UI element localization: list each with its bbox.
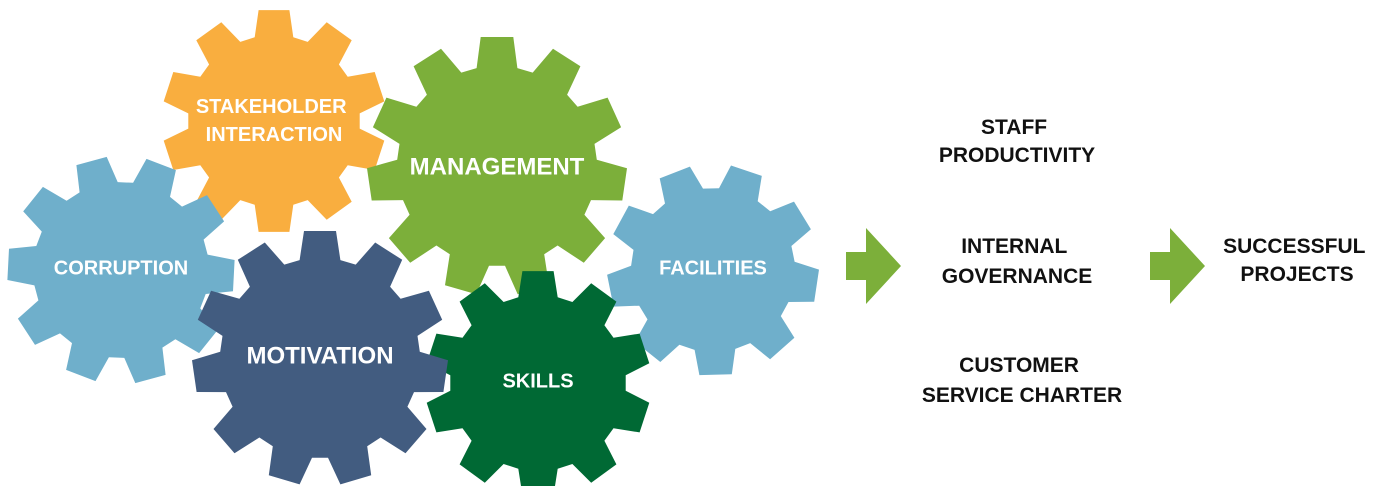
motivation-gear bbox=[192, 231, 448, 485]
skills-gear bbox=[426, 271, 650, 486]
stakeholder-interaction-label: STAKEHOLDER INTERACTION bbox=[196, 96, 352, 146]
successful-projects-line2: PROJECTS bbox=[1240, 263, 1353, 286]
corruption-label: CORRUPTION bbox=[54, 257, 188, 279]
motivation-label: MOTIVATION bbox=[246, 342, 393, 369]
staff-productivity-line1: STAFF bbox=[981, 116, 1047, 139]
skills-label: SKILLS bbox=[502, 370, 573, 392]
successful-projects-line1: SUCCESSFUL bbox=[1223, 235, 1366, 258]
management-gear bbox=[367, 37, 627, 295]
facilities-label: FACILITIES bbox=[659, 257, 767, 279]
stakeholder-label-line1: STAKEHOLDER bbox=[196, 96, 347, 118]
internal-governance-line2: GOVERNANCE bbox=[942, 265, 1093, 288]
facilities-gear bbox=[607, 165, 819, 376]
staff-productivity-line2: PRODUCTIVITY bbox=[939, 144, 1095, 167]
customer-service-charter-line2: SERVICE CHARTER bbox=[922, 384, 1122, 407]
arrow-right-icon bbox=[846, 228, 901, 304]
internal-governance-line1: INTERNAL bbox=[961, 235, 1067, 258]
arrow-right-icon bbox=[1150, 228, 1205, 304]
customer-service-charter-text: CUSTOMER SERVICE CHARTER bbox=[922, 354, 1122, 407]
staff-productivity-text: STAFF PRODUCTIVITY bbox=[939, 116, 1095, 167]
customer-service-charter-line1: CUSTOMER bbox=[959, 354, 1079, 377]
management-label: MANAGEMENT bbox=[410, 153, 585, 180]
internal-governance-text: INTERNAL GOVERNANCE bbox=[942, 235, 1093, 288]
successful-projects-text: SUCCESSFUL PROJECTS bbox=[1223, 235, 1371, 286]
stakeholder-label-line2: INTERACTION bbox=[206, 124, 343, 146]
corruption-gear bbox=[7, 156, 235, 384]
stakeholder-interaction-gear bbox=[163, 10, 385, 232]
